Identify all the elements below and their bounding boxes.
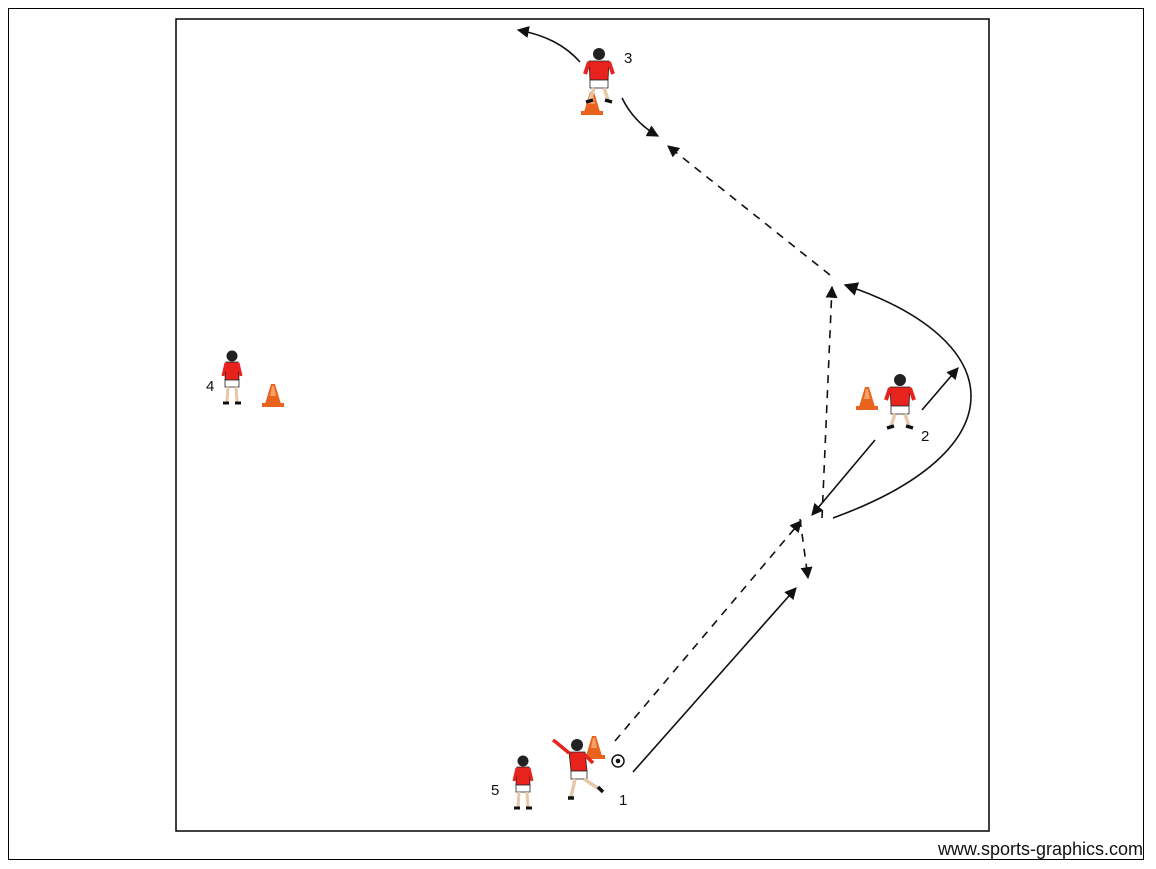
player-4-number: 4: [206, 378, 214, 395]
player-1-number: 1: [619, 792, 627, 809]
watermark: www.sports-graphics.com: [937, 839, 1143, 859]
player-3-number: 3: [624, 50, 632, 67]
player-2-number: 2: [921, 428, 929, 445]
field-boundary: [176, 19, 989, 831]
ball-icon: [612, 755, 624, 767]
player-5-number: 5: [491, 782, 499, 799]
